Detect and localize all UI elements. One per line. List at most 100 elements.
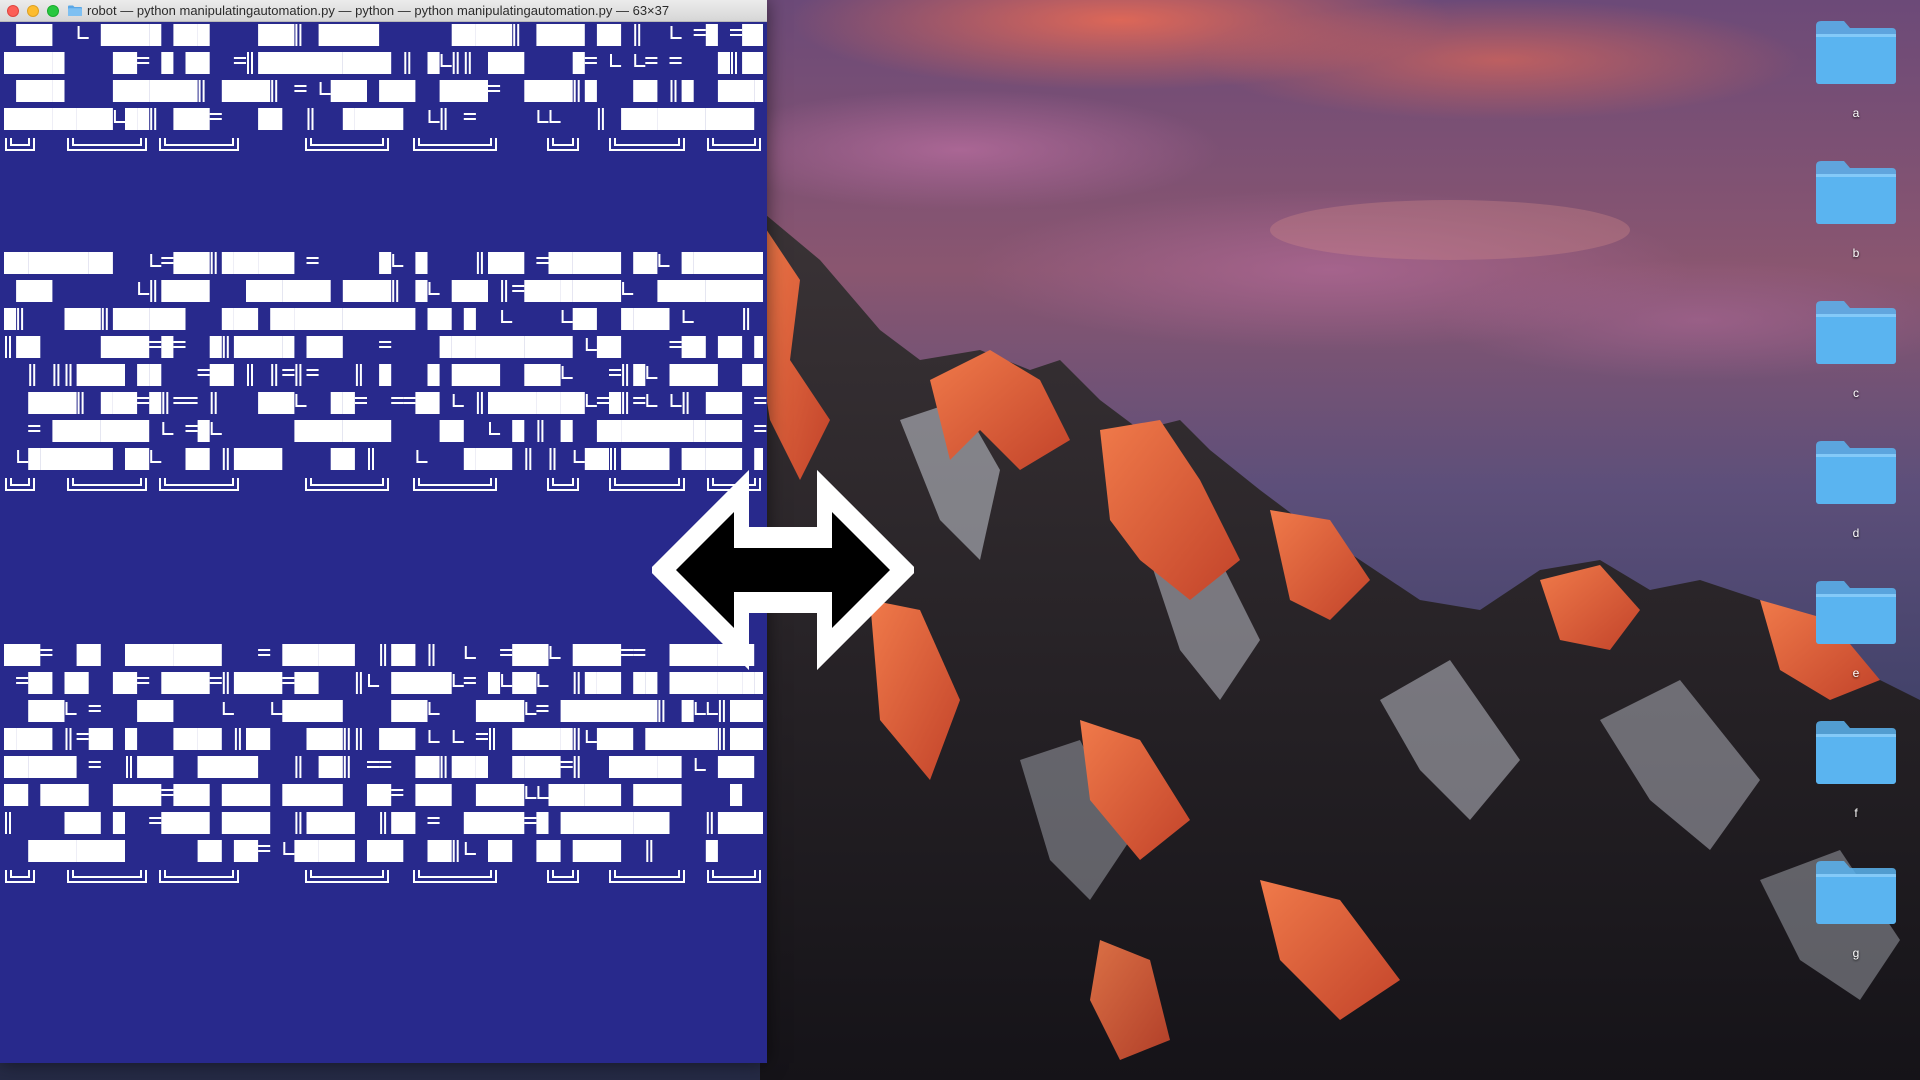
minimize-button[interactable] xyxy=(27,5,39,17)
desktop-folder-g[interactable]: g xyxy=(1808,858,1904,978)
desktop-folder-a[interactable]: a xyxy=(1808,18,1904,138)
desktop-folder-e[interactable]: e xyxy=(1808,578,1904,698)
desktop-folder-c[interactable]: c xyxy=(1808,298,1904,418)
terminal-titlebar[interactable]: robot — python manipulatingautomation.py… xyxy=(0,0,767,22)
terminal-glyph xyxy=(669,57,682,64)
folder-icon xyxy=(1816,301,1896,364)
terminal-glyph xyxy=(380,644,387,666)
desktop-folder-d[interactable]: d xyxy=(1808,438,1904,558)
terminal-glyph xyxy=(573,450,585,463)
maximize-button[interactable] xyxy=(47,5,59,17)
terminal-glyph xyxy=(730,252,763,274)
terminal-glyph xyxy=(112,812,125,834)
terminal-glyph xyxy=(40,448,65,470)
terminal-glyph xyxy=(150,108,157,130)
terminal-glyph xyxy=(354,108,367,130)
terminal-glyph xyxy=(125,448,150,470)
terminal-glyph xyxy=(524,364,561,386)
terminal-glyph xyxy=(149,392,162,414)
terminal-glyph xyxy=(233,308,246,330)
terminal-glyph xyxy=(440,54,452,67)
terminal-glyph xyxy=(100,420,150,442)
terminal-glyph xyxy=(295,812,302,834)
terminal-glyph xyxy=(4,644,41,666)
terminal-glyph xyxy=(622,282,634,295)
terminal-glyph xyxy=(427,308,452,330)
terminal-glyph xyxy=(100,392,113,414)
close-button[interactable] xyxy=(7,5,19,17)
terminal-glyph xyxy=(271,364,278,386)
desktop-folder-b[interactable]: b xyxy=(1808,158,1904,278)
terminal-glyph xyxy=(391,397,404,404)
terminal-glyph xyxy=(294,308,343,330)
terminal-glyph xyxy=(501,674,513,687)
terminal-glyph xyxy=(596,397,609,404)
desktop-folder-label: f xyxy=(1854,806,1858,820)
terminal-glyph xyxy=(428,282,440,295)
terminal-glyph xyxy=(221,308,234,330)
terminal-glyph xyxy=(621,108,658,130)
terminal-glyph xyxy=(306,700,343,722)
terminal-glyph xyxy=(717,80,755,102)
terminal-glyph xyxy=(572,644,622,666)
terminal-glyph xyxy=(76,108,113,130)
desktop-folder-f[interactable]: f xyxy=(1808,718,1904,838)
terminal-glyph xyxy=(28,425,41,432)
terminal-glyph xyxy=(221,784,271,806)
terminal-glyph xyxy=(161,336,174,358)
terminal-glyph xyxy=(669,341,682,348)
terminal-glyph xyxy=(379,80,416,102)
terminal-glyph xyxy=(391,644,416,666)
terminal-glyph xyxy=(112,80,150,102)
terminal-glyph xyxy=(693,29,706,36)
terminal-glyph xyxy=(258,252,295,274)
terminal-glyph xyxy=(138,282,150,295)
terminal-glyph xyxy=(185,397,198,404)
terminal-window[interactable]: robot — python manipulatingautomation.py… xyxy=(0,0,767,1063)
terminal-glyph xyxy=(549,646,561,659)
desktop-folder-label: g xyxy=(1852,946,1860,960)
terminal-glyph xyxy=(427,364,440,386)
terminal-glyph xyxy=(100,336,150,358)
terminal-glyph xyxy=(28,392,77,414)
terminal-glyph xyxy=(718,700,725,722)
terminal-glyph xyxy=(294,420,343,442)
terminal-glyph xyxy=(318,840,355,862)
terminal-glyph xyxy=(560,392,585,414)
folder-icon xyxy=(1816,721,1896,784)
terminal-glyph xyxy=(29,364,36,386)
terminal-glyph xyxy=(4,252,29,274)
terminal-glyph xyxy=(413,478,497,491)
terminal-output xyxy=(4,24,767,883)
terminal-glyph xyxy=(439,420,464,442)
terminal-glyph xyxy=(380,812,387,834)
terminal-glyph xyxy=(705,280,730,302)
terminal-glyph xyxy=(330,80,367,102)
terminal-glyph xyxy=(234,728,241,750)
terminal-glyph xyxy=(391,789,404,796)
terminal-glyph xyxy=(159,478,239,491)
terminal-glyph xyxy=(4,756,29,778)
terminal-glyph xyxy=(173,728,198,750)
terminal-glyph xyxy=(161,280,210,302)
terminal-glyph xyxy=(463,812,488,834)
terminal-glyph xyxy=(379,252,392,274)
terminal-glyph xyxy=(572,840,622,862)
terminal-glyph xyxy=(318,24,367,46)
terminal-glyph xyxy=(28,756,77,778)
terminal-glyph xyxy=(415,252,428,274)
terminal-glyph xyxy=(222,448,229,470)
terminal-glyph xyxy=(512,420,525,442)
terminal-glyph xyxy=(379,728,416,750)
terminal-glyph xyxy=(233,252,259,274)
terminal-glyph xyxy=(633,649,646,656)
terminal-glyph xyxy=(233,840,259,862)
folder-icon[interactable] xyxy=(68,5,82,16)
terminal-glyph xyxy=(463,677,476,684)
terminal-glyph xyxy=(112,784,162,806)
terminal-glyph xyxy=(742,364,763,386)
terminal-glyph xyxy=(112,672,138,694)
terminal-glyph xyxy=(488,252,525,274)
terminal-glyph xyxy=(65,728,72,750)
terminal-glyph xyxy=(596,420,622,442)
